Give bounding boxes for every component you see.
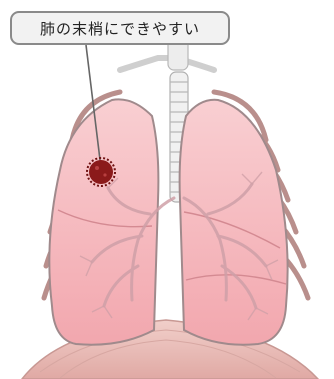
callout-label: 肺の末梢にできやすい — [10, 11, 230, 45]
left-lung — [49, 99, 158, 344]
right-lung — [180, 100, 288, 345]
